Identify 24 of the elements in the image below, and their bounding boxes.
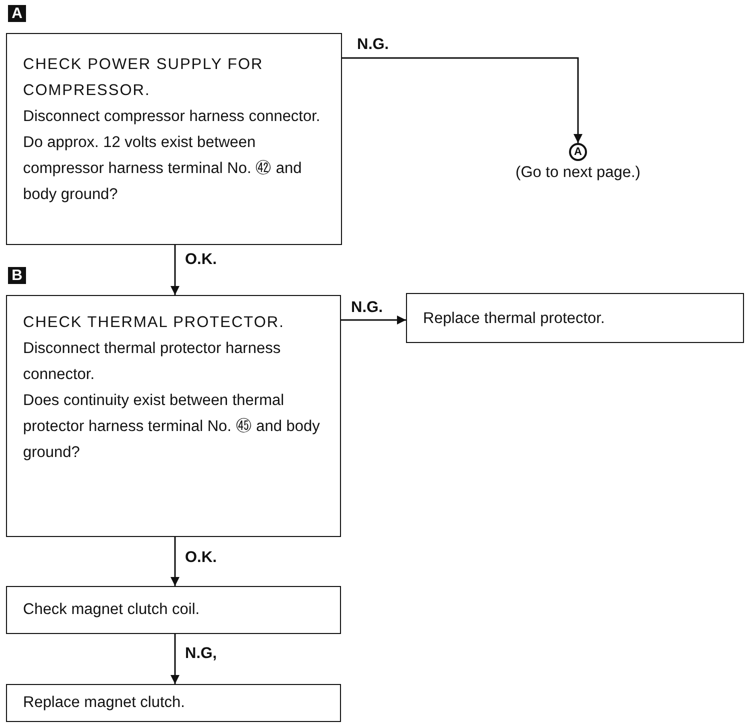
process-box <box>6 33 342 245</box>
process-box <box>6 586 341 634</box>
process-box <box>406 293 744 343</box>
box-text: Does continuity exist between thermal protector harness terminal No. ㊺ and body ground? <box>23 391 321 463</box>
box-text: Disconnect compressor harness connector. <box>23 107 322 127</box>
box-text: Do approx. 12 volts exist between compressor harness terminal No. ㊷ and body ground? <box>23 133 303 205</box>
note-text: (Go to next page.) <box>514 164 642 182</box>
arrow <box>170 537 180 586</box>
arrow <box>342 57 582 143</box>
box-text: Disconnect thermal protector harness connector. <box>23 339 282 385</box>
box-text: Replace thermal protector. <box>423 309 606 329</box>
process-box <box>6 295 341 537</box>
step-badge: B <box>8 267 26 284</box>
box-heading: CHECK POWER SUPPLY FOR COMPRESSOR. <box>23 55 264 101</box>
arrow <box>341 316 406 324</box>
arrow <box>170 245 180 295</box>
process-box <box>6 684 341 722</box>
step-badge: A <box>8 5 26 22</box>
connector-circle: A <box>569 143 587 161</box>
edge-label: N.G, <box>184 645 218 662</box>
arrow <box>170 634 180 684</box>
box-text: Check magnet clutch coil. <box>23 600 201 620</box>
box-heading: CHECK THERMAL PROTECTOR. <box>23 313 286 333</box>
box-text: Replace magnet clutch. <box>23 693 186 713</box>
